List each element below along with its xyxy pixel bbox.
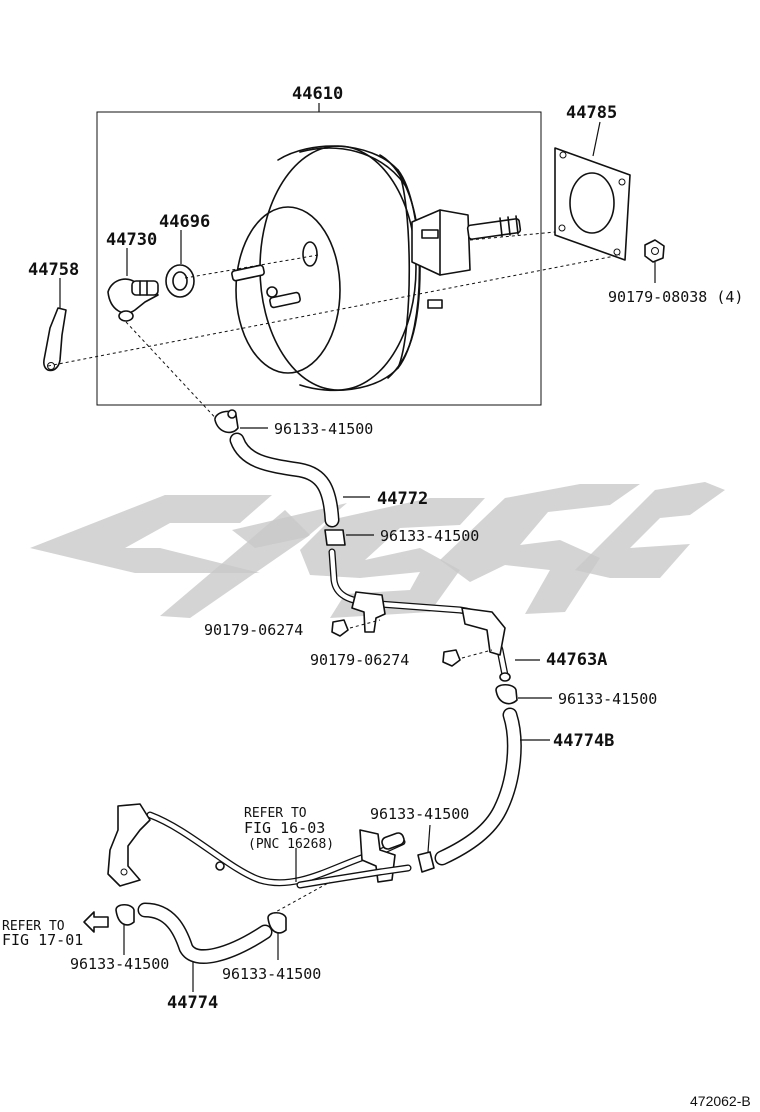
clip-4 [417,851,435,873]
bolt-1 [331,619,349,637]
drawing-code: 472062-B [690,1093,751,1109]
lower-pipe-assembly [107,803,412,889]
grommet [165,264,195,298]
valve-bracket [43,307,67,372]
clip-6 [267,911,287,934]
refer-fig-16-line2[interactable]: FIG 16-03 [244,819,325,837]
vacuum-tube [328,548,511,682]
label-bolt-1: 90179-06274 [204,621,303,639]
clip-5 [115,903,135,926]
label-44610: 44610 [292,84,343,104]
label-clip-4: 96133-41500 [370,805,469,823]
booster-gasket [554,147,631,261]
label-clip-3: 96133-41500 [558,690,657,708]
check-valve [107,278,159,322]
label-44785: 44785 [566,103,617,123]
label-bolt-2: 90179-06274 [310,651,409,669]
watermark-logo [30,482,725,618]
refer-fig-17-line1[interactable]: REFER TO [2,919,65,934]
label-clip-2: 96133-41500 [380,527,479,545]
label-clip-6: 96133-41500 [222,965,321,983]
label-44758: 44758 [28,260,79,280]
refer-fig-16-line1[interactable]: REFER TO [244,806,307,821]
label-44696: 44696 [159,212,210,232]
flange-nut [644,239,665,263]
label-44763a: 44763A [546,650,607,670]
brake-booster [231,145,522,392]
label-nut: 90179-08038 (4) [608,288,743,306]
hose-lower [137,902,273,964]
label-44774b: 44774B [553,731,614,751]
label-44772: 44772 [377,489,428,509]
label-clip-5: 96133-41500 [70,955,169,973]
clip-2 [324,529,346,546]
refer-fig-17-line2[interactable]: FIG 17-01 [2,931,83,949]
label-44774: 44774 [167,993,218,1013]
bolt-2 [442,649,461,667]
hose-upper [229,432,340,528]
hose-mid [434,707,522,866]
clip-upper [214,409,239,434]
refer-fig-16-line3[interactable]: (PNC 16268) [248,837,334,852]
refer-arrow-icon [83,911,109,933]
label-clip-1: 96133-41500 [274,420,373,438]
clip-3 [495,683,518,705]
label-44730: 44730 [106,230,157,250]
